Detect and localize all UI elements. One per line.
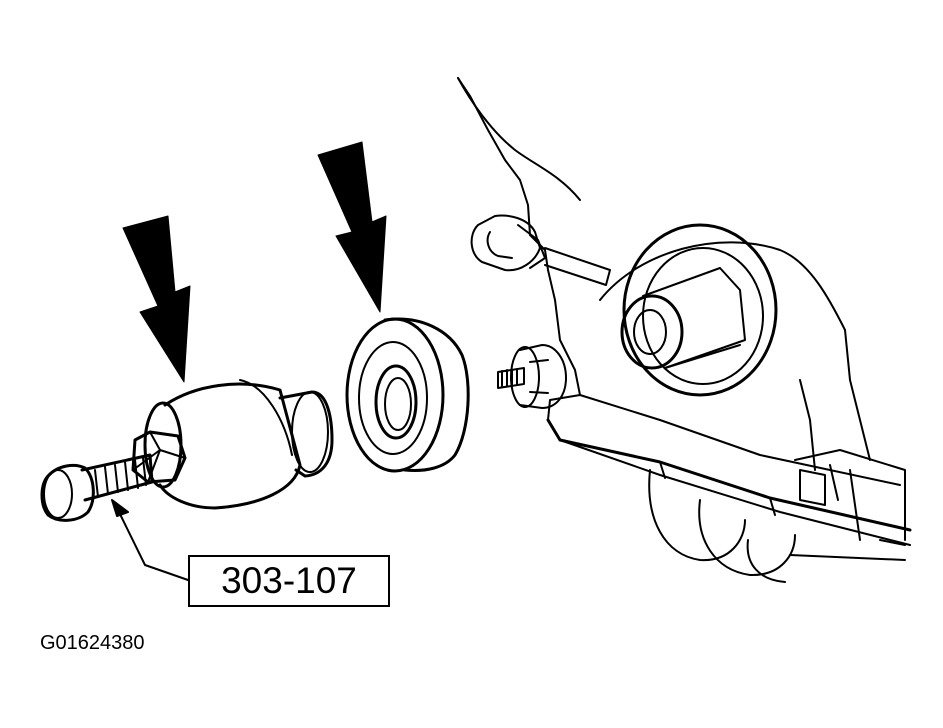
seal-installer-tool <box>40 379 334 522</box>
callout-leader <box>111 499 189 581</box>
figure-id-label: G01624380 <box>40 632 145 654</box>
press-direction-arrows <box>122 141 387 383</box>
arrow-down-icon <box>317 141 387 313</box>
tool-number-label: 303-107 <box>221 560 357 601</box>
leader-arrowhead-icon <box>111 499 129 517</box>
arrow-down-icon <box>122 215 191 383</box>
engine-front-cover <box>457 77 912 583</box>
tool-number-callout: 303-107 <box>188 555 390 607</box>
crankshaft-front-seal <box>345 317 470 473</box>
